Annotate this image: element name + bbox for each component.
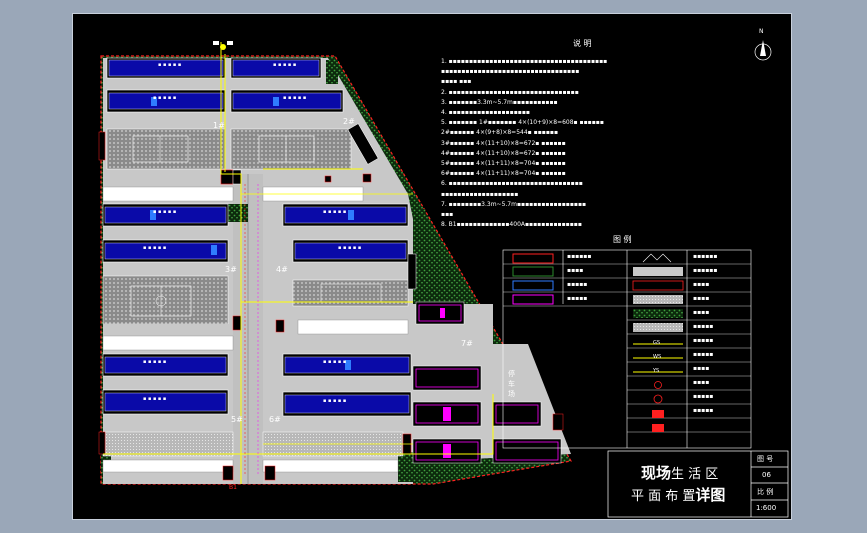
legend-item-label: ▪▪▪▪ (693, 379, 710, 386)
block-7-parking (412, 301, 564, 464)
legend-table (502, 249, 752, 449)
note-line: 5#▪▪▪▪▪▪ 4×(11+11)×8=704▪ ▪▪▪▪▪▪ (441, 160, 566, 167)
block-label: 3# (225, 265, 237, 274)
site-boundary (100, 55, 572, 485)
row-label: ▪ ▪ ▪ ▪ ▪ (153, 209, 177, 215)
legend-item-label: ▪▪▪▪ (693, 295, 710, 302)
title-block (607, 450, 789, 518)
legend-item-label: ▪▪▪▪▪▪ (693, 253, 718, 260)
note-line: 7. ▪▪▪▪▪▪▪▪3.3m~5.7m▪▪▪▪▪▪▪▪▪▪▪▪▪▪▪▪▪ (441, 200, 587, 208)
block-3-4 (102, 203, 417, 325)
drawing-frame: N 说 明 1. ▪▪▪▪▪▪▪▪▪▪▪▪▪▪▪▪▪▪▪▪▪▪▪▪▪▪▪▪▪▪▪… (72, 13, 792, 520)
site-plan-drawing (98, 40, 789, 518)
note-line: 5. ▪▪▪▪▪▪▪ 1#▪▪▪▪▪▪▪ 4×(10+9)×8=608▪ ▪▪▪… (441, 119, 604, 127)
block-label: 4# (276, 265, 288, 274)
row-label: ▪ ▪ ▪ ▪ ▪ (153, 341, 177, 347)
note-line: 8. B1▪▪▪▪▪▪▪▪▪▪▪▪▪400A▪▪▪▪▪▪▪▪▪▪▪▪▪▪ (441, 221, 582, 229)
legend-line-code: WS (653, 354, 662, 360)
scale-value: 1:600 (756, 504, 777, 512)
note-line: 3. ▪▪▪▪▪▪▪3.3m~5.7m▪▪▪▪▪▪▪▪▪▪▪ (441, 98, 558, 106)
row-label: ▪ ▪ ▪ ▪ ▪ (158, 62, 182, 68)
row-label: ▪ ▪ ▪ ▪ ▪ (153, 95, 177, 101)
note-line: 2. ▪▪▪▪▪▪▪▪▪▪▪▪▪▪▪▪▪▪▪▪▪▪▪▪▪▪▪▪▪▪▪▪ (441, 88, 579, 96)
drawing-title-line1: 现场生 活 区 (641, 464, 719, 482)
drawing-number-label: 图 号 (757, 455, 774, 463)
legend-item-label: ▪▪▪▪ (693, 309, 710, 316)
row-label: ▪ ▪ ▪ ▪ ▪ (273, 62, 297, 68)
notes-heading: 说 明 (573, 39, 592, 48)
note-line: 1. ▪▪▪▪▪▪▪▪▪▪▪▪▪▪▪▪▪▪▪▪▪▪▪▪▪▪▪▪▪▪▪▪▪▪▪▪▪… (441, 58, 608, 65)
legend-item-label: ▪▪▪▪ (693, 281, 710, 288)
row-label: ▪ ▪ ▪ ▪ ▪ (323, 398, 347, 404)
north-label: N (759, 28, 764, 35)
gate-label: B1 (229, 484, 237, 491)
block-label: 6# (269, 415, 281, 424)
block-label: 7# (461, 339, 473, 348)
row-label: ▪ ▪ ▪ ▪ ▪ (323, 359, 347, 365)
legend-item-label: ▪▪▪▪▪ (693, 407, 714, 414)
legend-item-label: ▪▪▪▪▪ (567, 295, 588, 302)
legend-line-code: GS (653, 340, 661, 346)
block-5-6 (98, 353, 412, 457)
note-line: 6#▪▪▪▪▪▪ 4×(11+11)×8=704▪ ▪▪▪▪▪▪ (441, 170, 566, 178)
block-label: 5# (231, 415, 243, 424)
note-line: 3#▪▪▪▪▪▪ 4×(11+10)×8=672▪ ▪▪▪▪▪▪ (441, 139, 566, 147)
note-line: ▪▪▪ (441, 211, 454, 218)
legend-line-code: YS (653, 368, 660, 374)
legend-item-label: ▪▪▪▪▪▪ (567, 253, 592, 260)
note-line: 4#▪▪▪▪▪▪ 4×(11+10)×8=672▪ ▪▪▪▪▪▪ (441, 149, 566, 157)
scale-label: 比 例 (757, 488, 774, 496)
legend-item-label: ▪▪▪▪▪ (693, 351, 714, 358)
legend-item-label: ▪▪▪▪▪ (567, 281, 588, 288)
legend-item-label: ▪▪▪▪▪▪ (693, 267, 718, 274)
parking-label: 停 车 场 (508, 370, 515, 398)
drawing-title-line2: 平 面 布 置详图 (631, 486, 726, 504)
legend-heading: 图 例 (613, 235, 632, 244)
drawing-number-value: 06 (762, 471, 771, 479)
legend-item-label: ▪▪▪▪▪ (693, 323, 714, 330)
note-line: ▪▪▪▪▪▪▪▪▪▪▪▪▪▪▪▪▪▪▪ (441, 190, 519, 198)
legend-item-label: ▪▪▪▪ (567, 267, 584, 274)
row-label: ▪ ▪ ▪ ▪ ▪ (283, 95, 307, 101)
row-label: ▪ ▪ ▪ ▪ ▪ (323, 209, 347, 215)
note-line: ▪▪▪▪ ▪▪▪ (441, 78, 472, 86)
row-label: ▪ ▪ ▪ ▪ ▪ (323, 325, 347, 331)
block-label: 1# (213, 121, 225, 130)
note-line: ▪▪▪▪▪▪▪▪▪▪▪▪▪▪▪▪▪▪▪▪▪▪▪▪▪▪▪▪▪▪▪▪▪▪ (441, 68, 580, 76)
utility-lines (103, 42, 494, 484)
row-label: ▪ ▪ ▪ ▪ ▪ (143, 396, 167, 402)
note-line: 2#▪▪▪▪▪▪ 4×(9+8)×8=544▪ ▪▪▪▪▪▪ (441, 129, 559, 137)
row-label: ▪ ▪ ▪ ▪ ▪ (338, 245, 362, 251)
row-label: ▪ ▪ ▪ ▪ ▪ (143, 359, 167, 365)
block-label: 2# (343, 117, 355, 126)
legend-item-label: ▪▪▪▪▪ (693, 337, 714, 344)
note-line: 4. ▪▪▪▪▪▪▪▪▪▪▪▪▪▪▪▪▪▪▪▪ (441, 109, 530, 116)
north-arrow (754, 40, 772, 61)
legend-item-label: ▪▪▪▪ (693, 365, 710, 372)
legend-item-label: ▪▪▪▪▪ (693, 393, 714, 400)
row-label: ▪ ▪ ▪ ▪ ▪ (143, 245, 167, 251)
block-1-2 (98, 57, 379, 170)
note-line: 6. ▪▪▪▪▪▪▪▪▪▪▪▪▪▪▪▪▪▪▪▪▪▪▪▪▪▪▪▪▪▪▪▪▪ (441, 180, 583, 188)
